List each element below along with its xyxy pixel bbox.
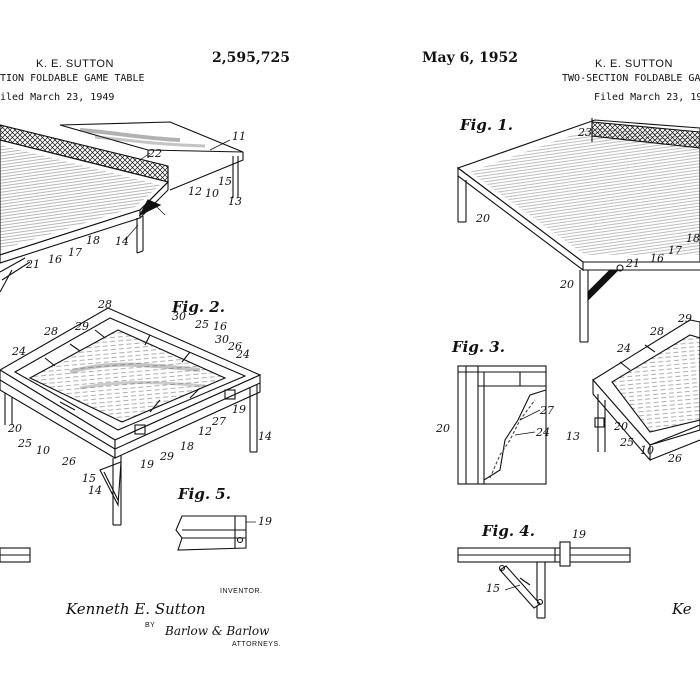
ref-numeral: 26 bbox=[668, 452, 682, 465]
ref-numeral: 26 bbox=[62, 455, 76, 468]
inventor-signature: Kenneth E. Sutton bbox=[66, 600, 206, 618]
ref-numeral: 15 bbox=[218, 175, 232, 188]
ref-numeral: 24 bbox=[617, 342, 631, 355]
right-fig4-drawing bbox=[457, 541, 631, 619]
left-patent-title: TION FOLDABLE GAME TABLE bbox=[0, 73, 145, 84]
right-signature-fragment: Ke bbox=[672, 600, 692, 618]
ref-numeral: 25 bbox=[18, 437, 32, 450]
ref-numeral: 24 bbox=[12, 345, 26, 358]
left-fig2-drawing bbox=[0, 307, 262, 526]
ref-numeral: 28 bbox=[44, 325, 58, 338]
ref-numeral: 13 bbox=[566, 430, 580, 443]
left-partial-detail bbox=[0, 547, 31, 563]
ref-numeral: 14 bbox=[115, 235, 129, 248]
ref-numeral: 18 bbox=[686, 232, 700, 245]
ref-numeral: 21 bbox=[626, 257, 640, 270]
ref-numeral: 25 bbox=[620, 436, 634, 449]
ref-numeral: 10 bbox=[36, 444, 50, 457]
attorneys-heading: ATTORNEYS. bbox=[232, 641, 282, 648]
ref-numeral: 16 bbox=[650, 252, 664, 265]
ref-numeral: 16 bbox=[213, 320, 227, 333]
ref-numeral: 24 bbox=[236, 348, 250, 361]
ref-numeral: 27 bbox=[540, 404, 554, 417]
right-fig3-label: Fig. 3. bbox=[452, 338, 505, 356]
left-patent-number: 2,595,725 bbox=[212, 50, 290, 66]
ref-numeral: 20 bbox=[614, 420, 628, 433]
ref-numeral: 29 bbox=[75, 320, 89, 333]
ref-numeral: 19 bbox=[140, 458, 154, 471]
ref-numeral: 15 bbox=[486, 582, 500, 595]
ref-numeral: 14 bbox=[88, 484, 102, 497]
ref-numeral: 10 bbox=[640, 444, 654, 457]
ref-numeral: 19 bbox=[572, 528, 586, 541]
right-fig2-drawing bbox=[592, 319, 700, 462]
ref-numeral: 20 bbox=[476, 212, 490, 225]
right-inventor-name: K. E. SUTTON bbox=[595, 58, 673, 70]
ref-numeral: 18 bbox=[180, 440, 194, 453]
left-fig5-drawing bbox=[175, 515, 256, 551]
ref-numeral: 19 bbox=[258, 515, 272, 528]
left-fig5-label: Fig. 5. bbox=[178, 485, 231, 503]
ref-numeral: 28 bbox=[98, 298, 112, 311]
left-inventor-name: K. E. SUTTON bbox=[36, 58, 114, 70]
ref-numeral: 26 bbox=[228, 340, 242, 353]
right-fig1-drawing bbox=[456, 118, 700, 343]
left-fig1-drawing bbox=[0, 121, 244, 293]
ref-numeral: 28 bbox=[650, 325, 664, 338]
right-fig1-label: Fig. 1. bbox=[460, 116, 513, 134]
ref-numeral: 20 bbox=[436, 422, 450, 435]
ref-numeral: 12 bbox=[188, 185, 202, 198]
right-filed-date: Filed March 23, 19 bbox=[594, 92, 700, 103]
ref-numeral: 30 bbox=[215, 333, 229, 346]
ref-numeral: 29 bbox=[160, 450, 174, 463]
ref-numeral: 13 bbox=[228, 195, 242, 208]
ref-numeral: 30 bbox=[172, 310, 186, 323]
ref-numeral: 14 bbox=[258, 430, 272, 443]
inventor-heading: INVENTOR. bbox=[220, 588, 263, 595]
right-fig3-drawing bbox=[457, 365, 547, 485]
ref-numeral: 22 bbox=[148, 147, 162, 160]
ref-numeral: 20 bbox=[560, 278, 574, 291]
right-fig4-label: Fig. 4. bbox=[482, 522, 535, 540]
ref-numeral: 19 bbox=[232, 403, 246, 416]
ref-numeral: 23 bbox=[578, 126, 592, 139]
attorneys-signature: Barlow & Barlow bbox=[165, 624, 270, 638]
left-filed-date: iled March 23, 1949 bbox=[0, 92, 115, 103]
ref-numeral: 16 bbox=[48, 253, 62, 266]
ref-numeral: 25 bbox=[195, 318, 209, 331]
ref-numeral: 27 bbox=[212, 415, 226, 428]
ref-numeral: 29 bbox=[678, 312, 692, 325]
by-label: BY bbox=[145, 622, 156, 629]
ref-numeral: 24 bbox=[536, 426, 550, 439]
ref-numeral: 17 bbox=[668, 244, 682, 257]
right-patent-date: May 6, 1952 bbox=[422, 50, 519, 66]
ref-numeral: 10 bbox=[205, 187, 219, 200]
ref-numeral: 12 bbox=[198, 425, 212, 438]
ref-numeral: 18 bbox=[86, 234, 100, 247]
ref-numeral: 21 bbox=[26, 258, 40, 271]
ref-numeral: 11 bbox=[232, 130, 246, 143]
ref-numeral: 20 bbox=[8, 422, 22, 435]
ref-numeral: 17 bbox=[68, 246, 82, 259]
ref-numeral: 15 bbox=[82, 472, 96, 485]
right-patent-title: TWO-SECTION FOLDABLE GAME bbox=[562, 73, 700, 84]
left-fig2-label: Fig. 2. bbox=[172, 298, 225, 316]
